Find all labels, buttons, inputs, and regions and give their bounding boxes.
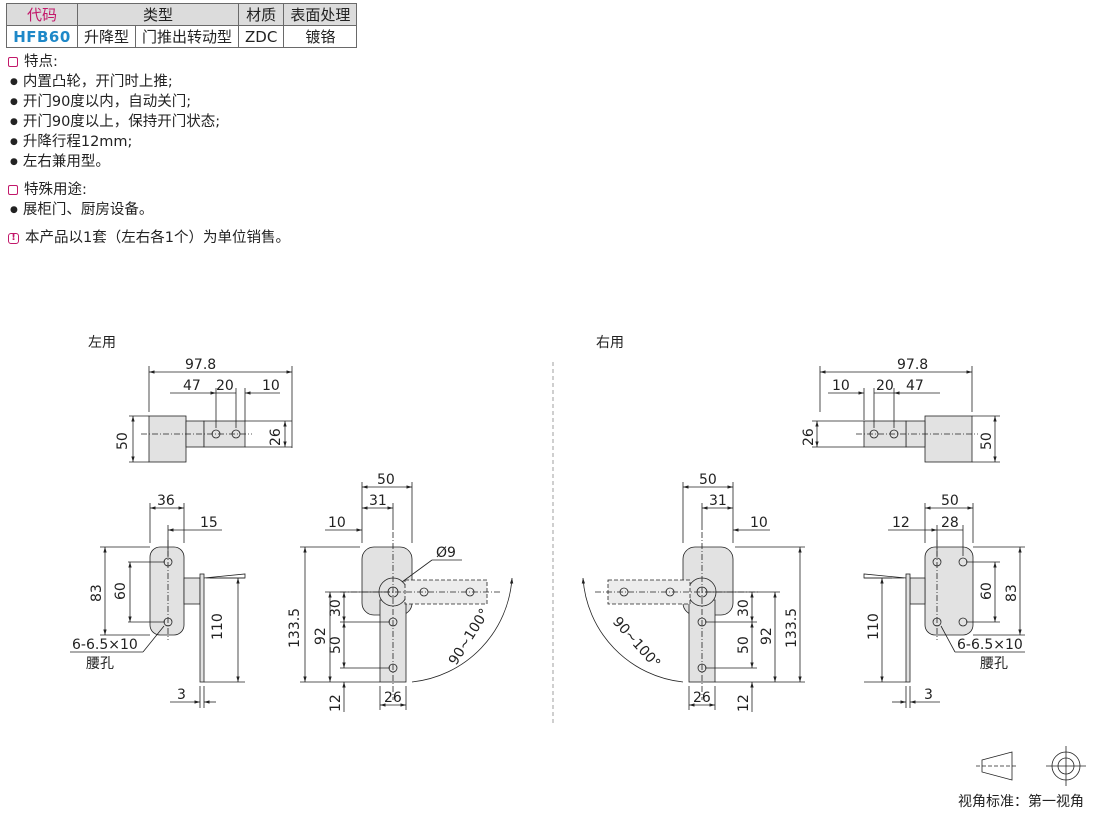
header-surface: 表面处理 [283, 3, 358, 26]
dim-92-right: 92 [759, 627, 775, 645]
right-use-label: 右用 [596, 335, 624, 351]
header-material: 材质 [238, 3, 285, 26]
feature-item: 开门90度以内，自动关门; [8, 92, 220, 112]
warning-icon: ! [8, 232, 19, 244]
dim-3-right: 3 [924, 687, 933, 703]
feature-item: 升降行程12mm; [8, 132, 220, 152]
right-front-view: 50 12 28 60 83 110 3 6-6.5×10 腰孔 [863, 493, 1025, 708]
spec-table-row: HFB60 升降型 门推出转动型 ZDC 镀铬 [6, 25, 358, 48]
dim-97-8: 97.8 [185, 357, 216, 373]
slot-name-right: 腰孔 [980, 656, 1008, 672]
dim-12-right: 12 [736, 694, 752, 712]
spec-table: 代码 类型 材质 表面处理 HFB60 升降型 门推出转动型 ZDC 镀铬 [6, 3, 358, 48]
dim-31-left: 31 [369, 493, 387, 509]
right-top-view: 97.8 10 20 47 50 26 [801, 357, 1000, 463]
dim-26-top-right: 26 [801, 428, 817, 446]
dim-47: 47 [183, 378, 201, 394]
first-angle-projection-icon [976, 746, 1086, 786]
dim-36: 36 [157, 493, 175, 509]
section-square-icon [8, 185, 18, 195]
dim-110-left: 110 [210, 613, 226, 640]
feature-item: 开门90度以上，保持开门状态; [8, 112, 220, 132]
right-opening-view: 90~100° 50 31 10 133.5 92 30 50 12 [581, 472, 805, 712]
dim-10-open-right: 10 [750, 515, 768, 531]
dim-133-5-left: 133.5 [287, 608, 303, 648]
section-square-icon [8, 57, 18, 67]
dim-50-open-right: 50 [699, 472, 717, 488]
dim-20: 20 [216, 378, 234, 394]
dim-30-right: 30 [736, 599, 752, 617]
dim-26-open-left: 26 [384, 690, 402, 706]
feature-item: 左右兼用型。 [8, 152, 220, 172]
uses-title: 特殊用途: [24, 182, 87, 198]
dim-97-8-right: 97.8 [897, 357, 928, 373]
dim-12-left: 12 [328, 694, 344, 712]
dim-10-open-left: 10 [328, 515, 346, 531]
dim-20-right: 20 [876, 378, 894, 394]
slot-label-right: 6-6.5×10 [957, 637, 1023, 653]
dim-50: 50 [115, 432, 131, 450]
angle-right: 90~100° [609, 614, 663, 672]
dim-10-top-right: 10 [832, 378, 850, 394]
cell-code: HFB60 [6, 25, 78, 48]
cell-type1: 升降型 [76, 25, 137, 48]
dim-26: 26 [268, 428, 284, 446]
dim-47-right: 47 [906, 378, 924, 394]
dim-12-front-right: 12 [892, 515, 910, 531]
dim-50-front-right: 50 [941, 493, 959, 509]
dim-83-right: 83 [1004, 584, 1020, 602]
spec-table-header: 代码 类型 材质 表面处理 [6, 3, 358, 26]
dim-83: 83 [89, 584, 105, 602]
features-title: 特点: [24, 54, 58, 70]
feature-item: 内置凸轮，开门时上推; [8, 72, 220, 92]
dim-60-left: 60 [113, 582, 129, 600]
cell-material: ZDC [238, 25, 285, 48]
dim-60-right: 60 [979, 582, 995, 600]
header-code: 代码 [6, 3, 78, 26]
dim-26-open-right: 26 [693, 690, 711, 706]
dim-31-right: 31 [709, 493, 727, 509]
dim-110-right: 110 [866, 613, 882, 640]
uses-section: 特殊用途: 展柜门、厨房设备。 [8, 180, 153, 220]
slot-name-left: 腰孔 [86, 656, 114, 672]
dim-50-top-right: 50 [979, 432, 995, 450]
cell-surface: 镀铬 [283, 25, 358, 48]
dim-50-vert-left: 50 [328, 636, 344, 654]
dim-dia9: Ø9 [436, 545, 456, 561]
dim-50-vert-right: 50 [736, 636, 752, 654]
note-text: 本产品以1套（左右各1个）为单位销售。 [25, 230, 290, 246]
dim-50-open-left: 50 [377, 472, 395, 488]
use-item: 展柜门、厨房设备。 [8, 200, 154, 220]
left-opening-view: 90~100° 50 31 10 133.5 92 30 50 12 [287, 472, 514, 712]
dim-15: 15 [200, 515, 218, 531]
view-standard-label: 视角标准：第一视角 [958, 793, 1084, 810]
note-section: ! 本产品以1套（左右各1个）为单位销售。 [8, 228, 290, 248]
cell-type2: 门推出转动型 [135, 25, 240, 48]
features-section: 特点: 内置凸轮，开门时上推; 开门90度以内，自动关门; 开门90度以上，保持… [8, 52, 220, 172]
left-front-view: 36 15 83 60 110 3 6-6.5×10 腰孔 [70, 493, 246, 708]
left-use-label: 左用 [88, 335, 116, 351]
dim-3-left: 3 [177, 687, 186, 703]
left-top-view: 97.8 47 20 10 50 26 [115, 357, 293, 463]
dim-30-left: 30 [328, 599, 344, 617]
slot-label-left: 6-6.5×10 [72, 637, 138, 653]
header-type: 类型 [76, 3, 240, 26]
dim-28-right: 28 [941, 515, 959, 531]
dim-10: 10 [262, 378, 280, 394]
dim-92-left: 92 [313, 627, 329, 645]
dim-133-5-right: 133.5 [784, 608, 800, 648]
